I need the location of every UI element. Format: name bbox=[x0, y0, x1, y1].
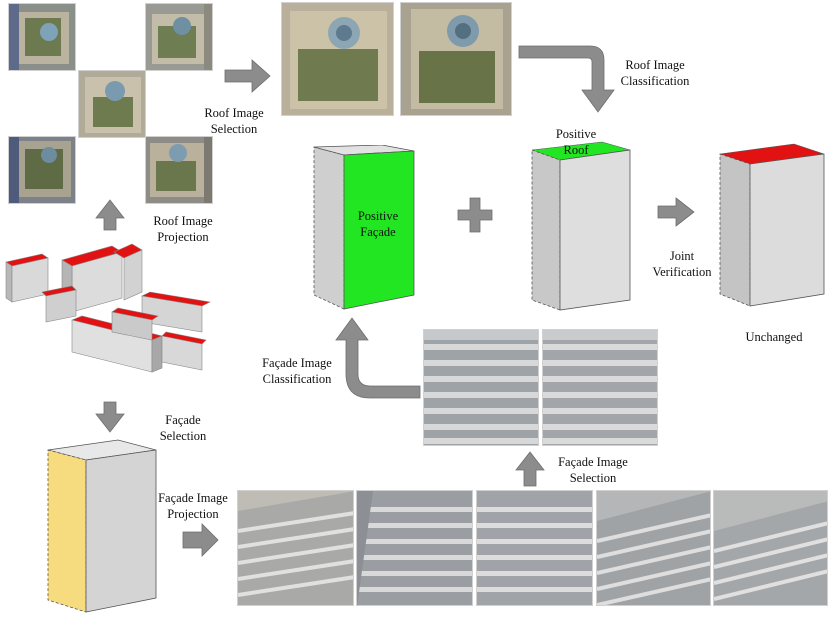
arrow-facade-projection bbox=[182, 523, 219, 557]
roof-thumb-top-left bbox=[8, 3, 76, 71]
projected-facade-image-2 bbox=[356, 490, 473, 606]
selected-facade-image-1 bbox=[423, 329, 539, 446]
unchanged-building bbox=[719, 143, 825, 307]
positive-facade-face bbox=[343, 150, 415, 310]
projected-facade-image-4 bbox=[596, 490, 711, 606]
roof-thumb-center bbox=[78, 70, 146, 138]
roof-thumb-top-right bbox=[145, 3, 213, 71]
arrow-facade-classification bbox=[335, 317, 421, 399]
selected-roof-image-2 bbox=[400, 2, 512, 116]
projected-facade-image-5 bbox=[713, 490, 828, 606]
arrow-joint-verification bbox=[657, 197, 695, 227]
building-cluster-model bbox=[5, 243, 211, 373]
positive-facade-building bbox=[313, 145, 415, 310]
selected-roof-image-1 bbox=[281, 2, 394, 116]
roof-thumb-bottom-right bbox=[145, 136, 213, 204]
arrow-roof-classification bbox=[518, 45, 615, 113]
arrow-roof-projection bbox=[95, 199, 125, 231]
roof-thumb-bottom-left bbox=[8, 136, 76, 204]
facade-selection-building bbox=[47, 439, 157, 613]
unchanged-label: Unchanged bbox=[745, 330, 803, 344]
arrow-facade-image-selection bbox=[515, 451, 545, 487]
projected-facade-image-1 bbox=[237, 490, 354, 606]
positive-roof-building bbox=[531, 141, 631, 311]
selected-facade-image-2 bbox=[542, 329, 658, 446]
projected-facade-image-3 bbox=[476, 490, 593, 606]
plus-sign bbox=[457, 197, 493, 233]
arrow-facade-selection bbox=[95, 401, 125, 433]
arrow-roof-selection bbox=[224, 59, 271, 93]
